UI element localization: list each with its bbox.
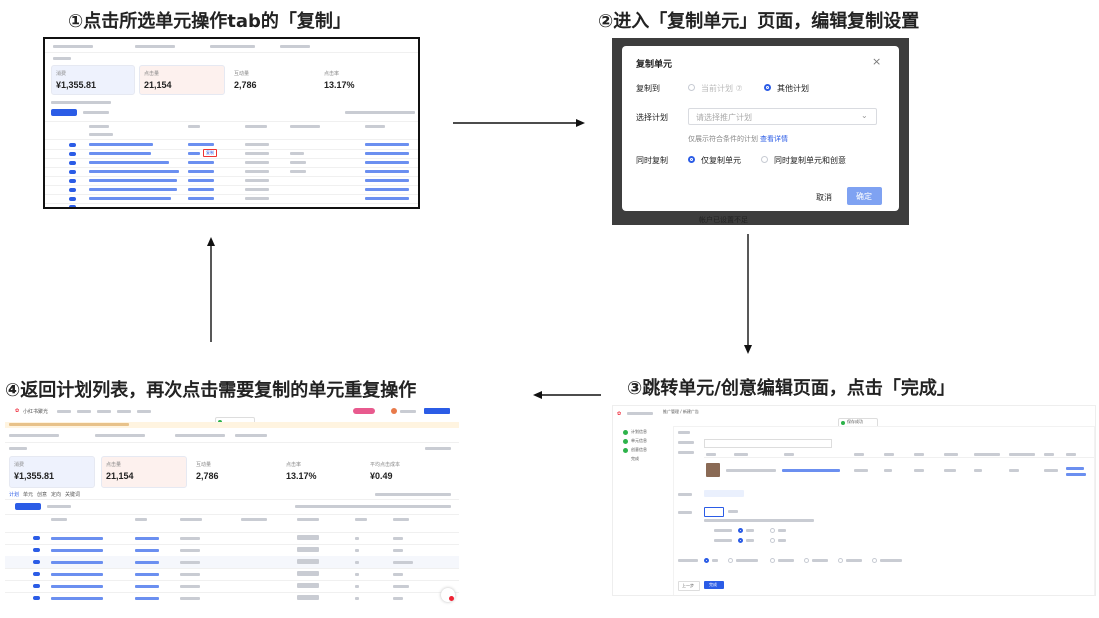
option-only-unit: 仅复制单元 (701, 156, 741, 165)
tab-keyword[interactable]: 关键词 (65, 492, 81, 498)
confirm-button[interactable]: 确定 (847, 187, 882, 205)
radio-other-plan[interactable] (764, 84, 771, 91)
background-status-text: 帐户已设置不足 (699, 216, 748, 224)
dialog-title: 复制单元 (636, 60, 673, 70)
copy-to-label: 复制到 (636, 84, 660, 93)
menu-plan-info[interactable]: 计划信息 (631, 429, 647, 434)
stat-card-clicks: 点击量 21,154 (139, 65, 225, 95)
step1-screenshot: 消费 ¥1,355.81 点击量 21,154 互动量 2,786 点击率 13… (43, 37, 420, 209)
tab-creative[interactable]: 创意 (37, 492, 48, 498)
step2-screenshot: 复制单元 × 复制到 当前计划 ⑦ 其他计划 选择计划 请选择推广计划 ⌄ 仅展… (612, 38, 909, 225)
prev-step-button[interactable]: 上一步 (678, 581, 700, 591)
step4-caption: ④返回计划列表，再次点击需要复制的单元重复操作 (5, 380, 417, 401)
radio-only-unit[interactable] (688, 156, 695, 163)
p4-stat-cpc: 平均点击成本 ¥0.49 (365, 456, 451, 488)
brand-name: 小红书聚光 (23, 409, 49, 415)
option-unit-and-creative: 同时复制单元和创意 (774, 156, 846, 165)
option-current-plan: 当前计划 ⑦ (701, 84, 743, 93)
close-icon[interactable]: × (872, 55, 882, 68)
step4-screenshot: ✿ 小红书聚光 消费 ¥1,355.81 点击量 21,154 互动量 2,78… (5, 404, 459, 609)
tab-plan[interactable]: 计划 (9, 492, 20, 498)
step3-caption: ③跳转单元/创意编辑页面，点击「完成」 (627, 378, 955, 399)
stat-card-interactions: 互动量 2,786 (229, 65, 315, 95)
arrow-right-icon (453, 119, 585, 127)
new-unit-button[interactable] (51, 109, 77, 116)
menu-done[interactable]: 完成 (631, 456, 639, 461)
p4-stat-ctr: 点击率 13.17% (281, 456, 361, 488)
logo: ✿ (15, 408, 20, 414)
menu-unit-info[interactable]: 单元信息 (631, 438, 647, 443)
step3-screenshot: ✿ 推广管理 / 新建广告 保存成功 计划信息 单元信息 创意信息 完成 (612, 405, 1096, 596)
radio-current-plan[interactable] (688, 84, 695, 91)
option-other-plan: 其他计划 (777, 84, 809, 93)
menu-creative-info[interactable]: 创意信息 (631, 447, 647, 452)
stat-card-spend: 消费 ¥1,355.81 (51, 65, 135, 95)
p4-stat-clicks: 点击量 21,154 (101, 456, 187, 488)
copy-link-highlight[interactable]: 复制 (203, 149, 217, 157)
p4-stat-interactions: 互动量 2,786 (191, 456, 277, 488)
tab-targeting[interactable]: 定向 (51, 492, 62, 498)
p4-stat-spend: 消费 ¥1,355.81 (9, 456, 95, 488)
arrow-up-icon (207, 237, 215, 342)
done-button[interactable]: 完成 (704, 581, 724, 589)
cancel-button[interactable]: 取消 (816, 193, 832, 202)
radio-unit-and-creative[interactable] (761, 156, 768, 163)
select-plan-label: 选择计划 (636, 113, 668, 122)
copy-unit-dialog: 复制单元 × 复制到 当前计划 ⑦ 其他计划 选择计划 请选择推广计划 ⌄ 仅展… (622, 46, 899, 211)
chevron-down-icon: ⌄ (861, 111, 868, 120)
stat-card-ctr: 点击率 13.17% (319, 65, 405, 95)
step1-caption: ①点击所选单元操作tab的「复制」 (68, 11, 351, 32)
logo: ✿ (617, 411, 622, 417)
filter-hint: 仅展示符合条件的计划 (688, 135, 758, 143)
breadcrumb: 推广管理 / 新建广告 (663, 409, 699, 414)
sync-copy-label: 同时复制 (636, 156, 668, 165)
arrow-left-icon (533, 391, 601, 399)
help-float-icon[interactable] (441, 588, 455, 602)
view-details-link[interactable]: 查看详情 (760, 135, 788, 143)
plan-select[interactable]: 请选择推广计划 ⌄ (688, 108, 877, 125)
tab-unit[interactable]: 单元 (23, 492, 34, 498)
arrow-down-icon (744, 234, 752, 354)
step2-caption: ②进入「复制单元」页面，编辑复制设置 (598, 11, 920, 32)
